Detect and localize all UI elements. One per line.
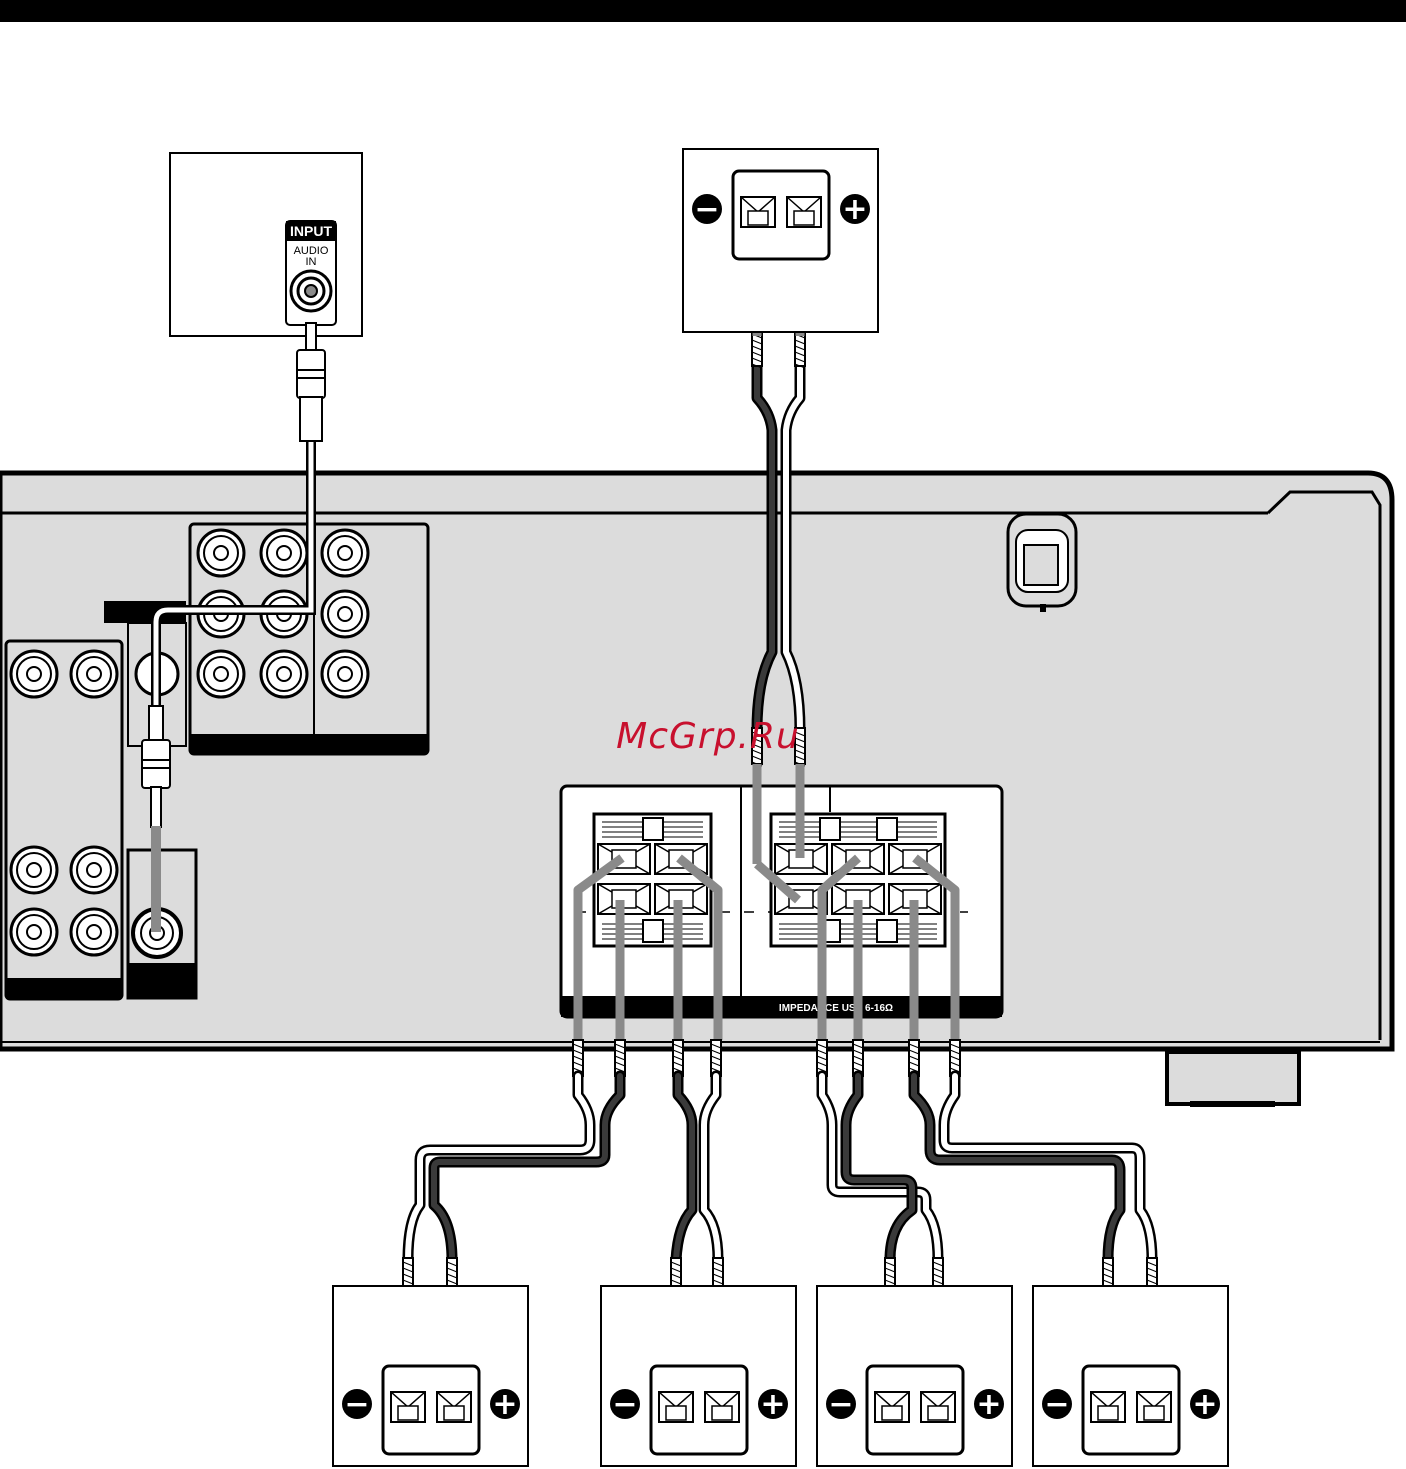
speaker-box: −+ xyxy=(601,1286,796,1466)
in-label: IN xyxy=(306,256,317,268)
speaker-post[interactable] xyxy=(921,1392,955,1422)
minus-icon: − xyxy=(342,1387,372,1422)
plus-icon: + xyxy=(758,1387,788,1422)
cable-negative xyxy=(434,1076,620,1260)
speaker-post[interactable] xyxy=(741,197,775,227)
plus-icon: + xyxy=(840,192,870,227)
speaker-box: −+ xyxy=(1033,1286,1228,1466)
cable-positive xyxy=(704,1076,718,1260)
minus-icon: − xyxy=(1042,1387,1072,1422)
minus-icon: − xyxy=(692,192,722,227)
plus-icon: + xyxy=(974,1387,1004,1422)
speaker-post[interactable] xyxy=(875,1392,909,1422)
speaker-post[interactable] xyxy=(659,1392,693,1422)
header-bar xyxy=(0,0,1406,22)
speaker-post[interactable] xyxy=(787,197,821,227)
rca-jack[interactable] xyxy=(11,651,57,697)
speaker-terminal-block xyxy=(733,171,829,259)
speaker-terminal-block xyxy=(867,1366,963,1454)
rca-jack[interactable] xyxy=(198,651,244,697)
speaker-post[interactable] xyxy=(1137,1392,1171,1422)
speaker-box: −+ xyxy=(683,149,878,332)
plus-icon: + xyxy=(490,1387,520,1422)
rca-jack[interactable] xyxy=(322,591,368,637)
rca-jack[interactable] xyxy=(322,651,368,697)
rca-jack[interactable] xyxy=(71,847,117,893)
speaker-box: −+ xyxy=(817,1286,1012,1466)
rca-jack[interactable] xyxy=(71,909,117,955)
rca-jack[interactable] xyxy=(261,651,307,697)
rca-jack[interactable] xyxy=(11,909,57,955)
watermark: McGrp.Ru xyxy=(616,716,800,757)
svg-text:+: + xyxy=(760,1387,785,1422)
speaker-terminal-block xyxy=(383,1366,479,1454)
rca-jack[interactable] xyxy=(198,530,244,576)
minus-icon: − xyxy=(610,1387,640,1422)
svg-text:+: + xyxy=(1192,1387,1217,1422)
rca-jack[interactable] xyxy=(261,530,307,576)
speaker-post[interactable] xyxy=(705,1392,739,1422)
speaker-post[interactable] xyxy=(391,1392,425,1422)
speaker-terminal-block xyxy=(651,1366,747,1454)
cable-negative xyxy=(676,1076,692,1260)
svg-text:+: + xyxy=(492,1387,517,1422)
rca-jack[interactable] xyxy=(322,530,368,576)
svg-text:−: − xyxy=(612,1387,637,1422)
input-label: INPUT xyxy=(290,223,332,239)
subwoofer-box: INPUT AUDIO IN xyxy=(170,153,362,336)
plus-icon: + xyxy=(1190,1387,1220,1422)
svg-text:+: + xyxy=(842,192,867,227)
ac-inlet-icon xyxy=(1008,514,1076,612)
terminal-block-left xyxy=(594,814,711,946)
speaker-terminal-block xyxy=(1083,1366,1179,1454)
rca-jack-group-left xyxy=(6,641,122,999)
rca-jack[interactable] xyxy=(71,651,117,697)
svg-text:−: − xyxy=(344,1387,369,1422)
speaker-post[interactable] xyxy=(437,1392,471,1422)
svg-text:−: − xyxy=(694,192,719,227)
svg-text:+: + xyxy=(976,1387,1001,1422)
speaker-post[interactable] xyxy=(1091,1392,1125,1422)
speaker-box: −+ xyxy=(333,1286,528,1466)
minus-icon: − xyxy=(826,1387,856,1422)
svg-text:−: − xyxy=(828,1387,853,1422)
impedance-label: IMPEDANCE USE 6-16Ω xyxy=(779,1003,893,1014)
speaker-terminal-panel: IMPEDANCE USE 6-16Ω xyxy=(561,786,1002,1017)
svg-text:−: − xyxy=(1044,1387,1069,1422)
rca-jack[interactable] xyxy=(11,847,57,893)
cable-negative xyxy=(846,1076,912,1260)
